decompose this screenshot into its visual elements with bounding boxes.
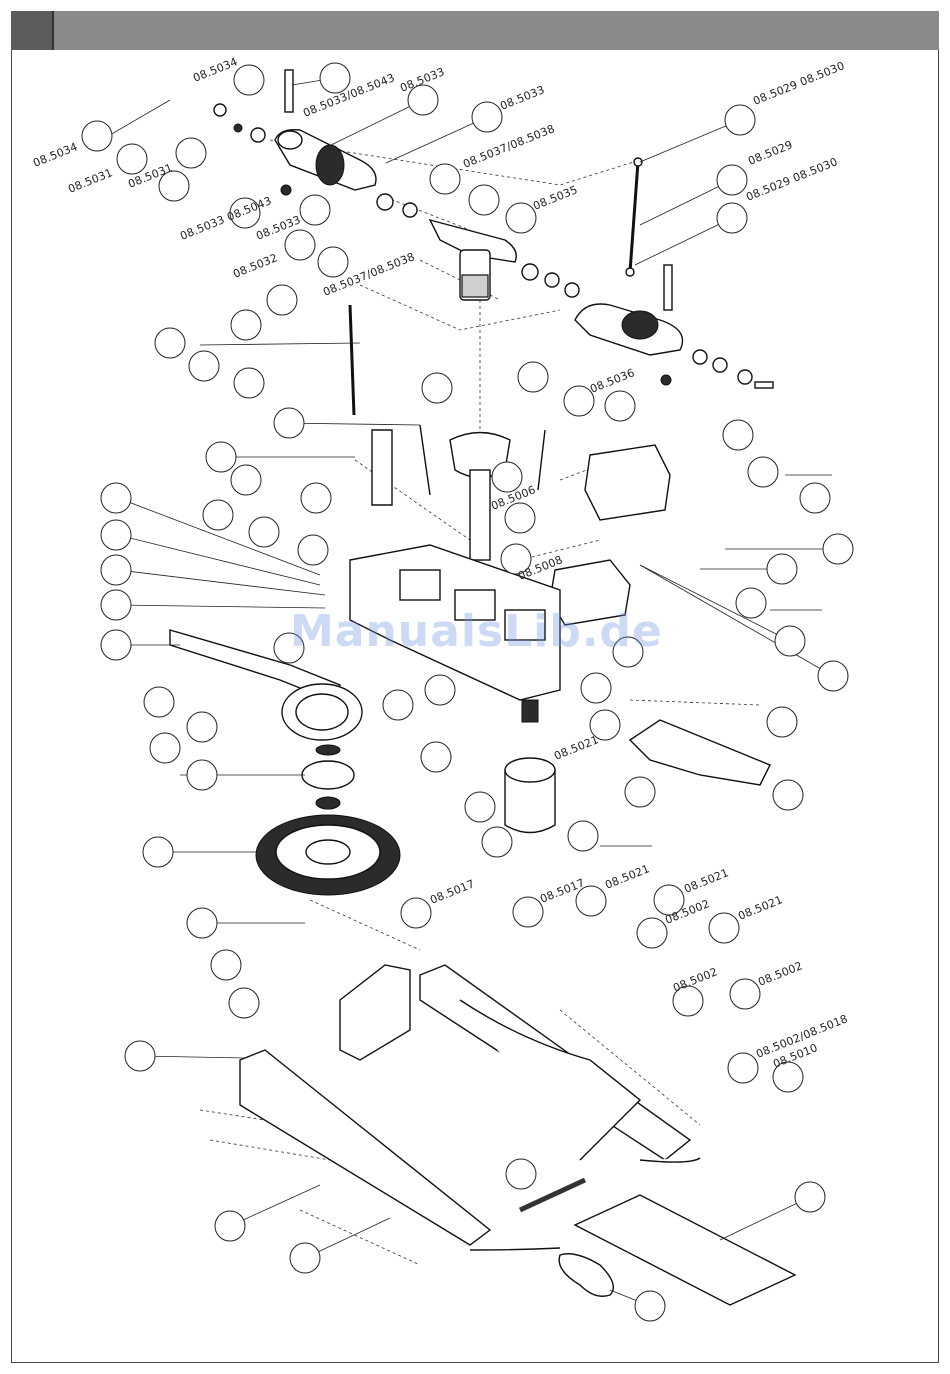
bearing-stack: [301, 744, 355, 810]
pn-label: 08.5037/08.5038: [461, 122, 556, 171]
tail-boom-bracket: [169, 629, 363, 741]
motor: [504, 699, 556, 834]
header-tab: [11, 11, 54, 50]
pn-label: 08.5034: [31, 140, 79, 170]
pn-label: 08.5021: [682, 866, 730, 896]
pn-label: 08.5029: [746, 138, 794, 168]
swashplate: [371, 424, 546, 561]
pn-label: 08.5031: [66, 166, 114, 196]
main-frame: [349, 544, 561, 701]
rotor-hub-center: [376, 193, 580, 301]
rubber-band: [558, 1253, 614, 1297]
pn-label: 08.5036: [588, 366, 636, 396]
rotor-grip-right: [574, 264, 774, 389]
pn-label: 08.5017: [428, 877, 476, 907]
watermark: ManualsLib.de: [290, 606, 663, 657]
spring: [518, 1177, 587, 1213]
skid-plate: [573, 1194, 797, 1306]
reference-lines: [600, 474, 832, 847]
servo-upper: [584, 444, 671, 521]
tail-servo-mount: [628, 719, 771, 786]
pn-label: 08.5034: [191, 55, 239, 85]
pn-label: 08.5021: [552, 733, 600, 763]
rotor-grip-left: [213, 69, 377, 196]
pn-label: 08.5035: [531, 183, 579, 213]
header-bar: [54, 11, 939, 50]
pn-label: 08.5002: [756, 959, 804, 989]
pn-label: 08.5033: [498, 83, 546, 113]
pn-label: 08.5029 08.5030: [751, 59, 846, 108]
pn-label: 08.5021: [603, 862, 651, 892]
side-frame-left: [239, 1049, 492, 1246]
callout-leader-lines: [109, 77, 838, 1307]
landing-skid: [459, 999, 701, 1251]
pushrod-left: [348, 304, 356, 416]
pn-label: 08.5021: [736, 893, 784, 923]
pn-label: 08.5032: [231, 251, 279, 281]
pushrod-right: [625, 157, 643, 277]
battery-plate: [339, 964, 411, 1061]
callout-circles: [81, 62, 854, 1322]
main-gear: [255, 814, 401, 896]
